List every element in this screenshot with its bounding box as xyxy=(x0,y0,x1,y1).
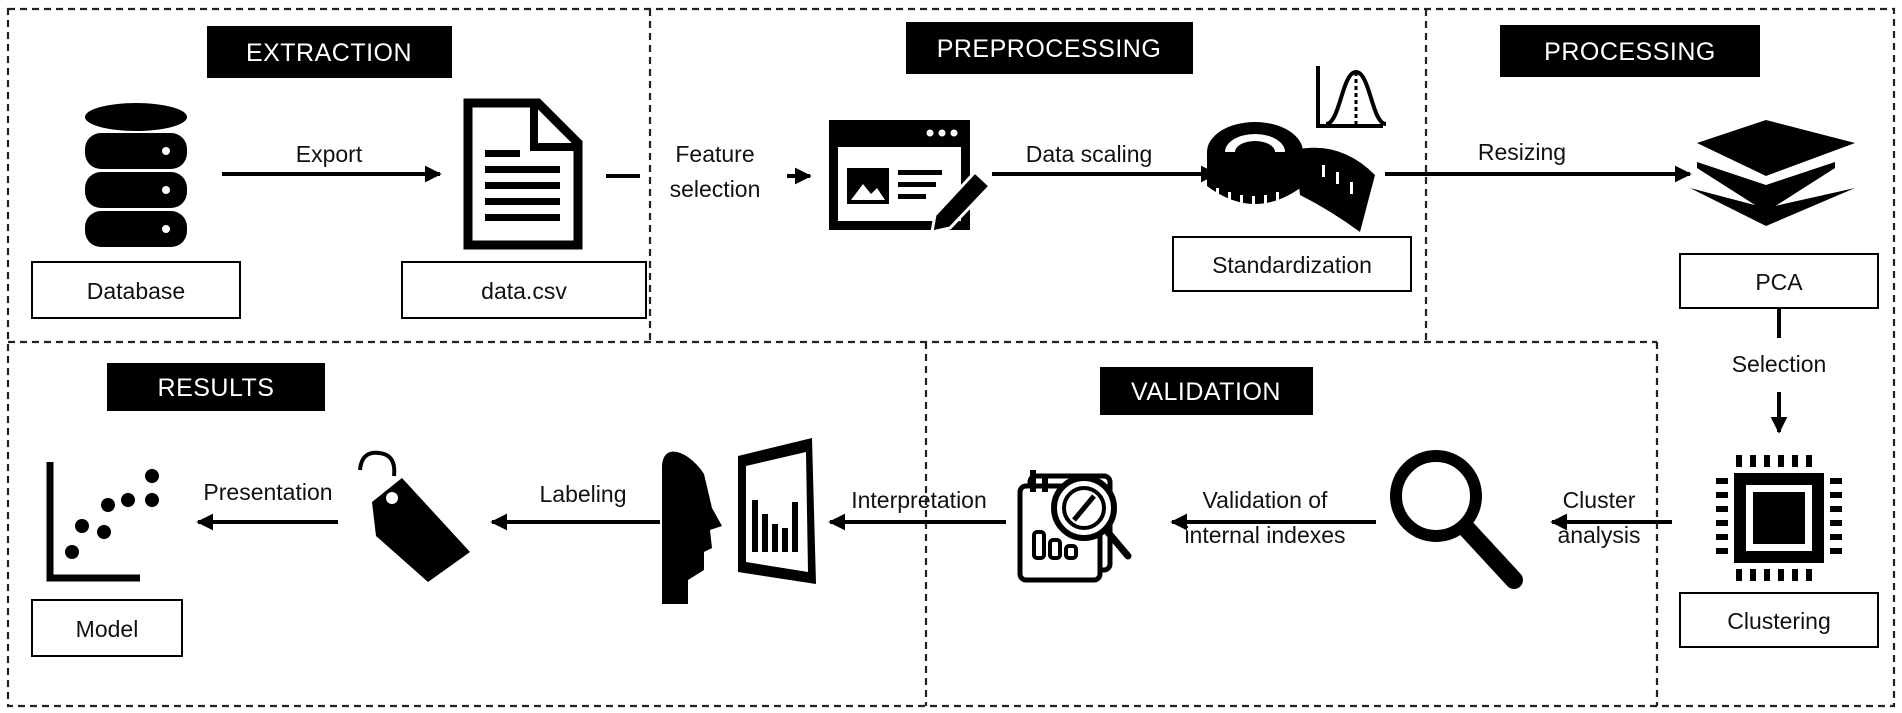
header-validation-label: VALIDATION xyxy=(1131,378,1281,406)
edge-interpretation-label: Interpretation xyxy=(851,487,987,513)
header-extraction: EXTRACTION xyxy=(207,26,452,78)
node-database-label: Database xyxy=(87,278,185,304)
edge-selection-label: Selection xyxy=(1732,351,1827,377)
header-extraction-label: EXTRACTION xyxy=(246,39,412,67)
header-preprocessing: PREPROCESSING xyxy=(906,22,1193,74)
scatter-plot-icon xyxy=(46,462,159,582)
header-results-label: RESULTS xyxy=(158,374,275,402)
node-pca: PCA xyxy=(1679,253,1879,309)
node-data-csv-label: data.csv xyxy=(481,278,567,304)
edge-data-scaling-label: Data scaling xyxy=(1026,141,1153,167)
head-chart-icon xyxy=(662,438,816,604)
edge-cluster-analysis-label-1: Cluster xyxy=(1563,487,1636,513)
node-clustering: Clustering xyxy=(1679,592,1879,648)
node-standardization-label: Standardization xyxy=(1212,252,1372,278)
edge-validation-label-1: Validation of xyxy=(1203,487,1328,513)
header-validation: VALIDATION xyxy=(1100,367,1313,415)
node-data-csv: data.csv xyxy=(401,261,647,319)
tape-measure-icon xyxy=(1207,122,1375,232)
header-processing: PROCESSING xyxy=(1500,25,1760,77)
connectors xyxy=(196,165,1788,531)
header-preprocessing-label: PREPROCESSING xyxy=(937,35,1162,63)
feature-form-icon xyxy=(829,120,993,234)
edge-validation-label-2: internal indexes xyxy=(1184,522,1345,548)
document-icon xyxy=(463,98,583,250)
node-database: Database xyxy=(31,261,241,319)
edge-export-label: Export xyxy=(296,141,363,167)
report-search-icon xyxy=(1017,470,1132,583)
outer-border xyxy=(6,7,1896,708)
magnifier-icon xyxy=(1390,450,1523,589)
tag-icon xyxy=(358,450,470,582)
node-pca-label: PCA xyxy=(1755,269,1803,295)
section-borders xyxy=(6,7,1896,708)
header-results: RESULTS xyxy=(107,363,325,411)
edge-labels: Export Feature selection Data scaling Re… xyxy=(203,139,1826,548)
header-processing-label: PROCESSING xyxy=(1544,38,1716,66)
edge-presentation-label: Presentation xyxy=(203,479,332,505)
node-clustering-label: Clustering xyxy=(1727,608,1831,634)
node-model-label: Model xyxy=(76,616,139,642)
edge-feature-selection-label-2: selection xyxy=(670,176,761,202)
database-icon xyxy=(85,103,187,247)
layers-icon xyxy=(1690,120,1855,226)
bell-curve-icon xyxy=(1316,66,1387,128)
node-model: Model xyxy=(31,599,183,657)
edge-resizing-label: Resizing xyxy=(1478,139,1566,165)
node-standardization: Standardization xyxy=(1172,236,1412,292)
edge-cluster-analysis-label-2: analysis xyxy=(1557,522,1640,548)
edge-feature-selection-label-1: Feature xyxy=(675,141,754,167)
edge-labeling-label: Labeling xyxy=(540,481,627,507)
chip-icon xyxy=(1716,455,1842,581)
